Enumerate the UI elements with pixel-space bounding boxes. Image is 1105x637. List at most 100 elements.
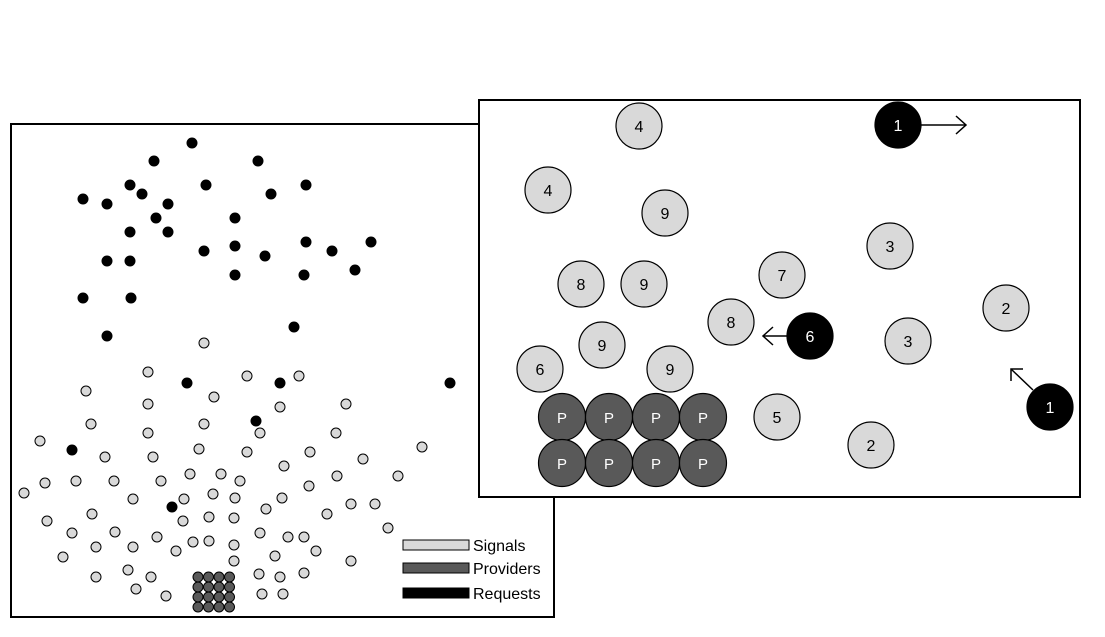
zoom-provider-grid: P P P P P P P P: [537, 392, 728, 488]
zoom-signal-label: 2: [1002, 301, 1011, 318]
overview-signal-dot: [345, 555, 357, 567]
overview-signal-dot: [208, 391, 220, 403]
overview-providers: [192, 571, 235, 613]
overview-signal-dot: [207, 488, 219, 500]
zoom-provider: P: [537, 392, 587, 442]
overview-signal-dot: [357, 453, 369, 465]
overview-request-dot: [200, 179, 212, 191]
overview-signal-dot: [321, 508, 333, 520]
zoom-provider: P: [584, 438, 634, 488]
overview-provider-dot: [203, 581, 214, 593]
overview-provider-dot: [192, 581, 204, 593]
zoom-signal: 8: [557, 260, 605, 308]
overview-signal-dot: [274, 401, 286, 413]
overview-provider-dot: [203, 591, 214, 603]
overview-request-dot: [166, 501, 178, 513]
overview-signal-dot: [18, 487, 30, 499]
overview-provider-dot: [224, 591, 235, 603]
overview-request-dot: [124, 226, 136, 238]
zoom-signal: 2: [982, 284, 1030, 332]
overview-signal-dot: [130, 583, 142, 595]
overview-signal-dot: [256, 588, 268, 600]
zoom-signal: 7: [758, 251, 806, 299]
overview-signal-dot: [282, 531, 294, 543]
overview-signal-dot: [193, 443, 205, 455]
overview-signal-dot: [90, 541, 102, 553]
legend-label-signals: Signals: [473, 538, 525, 555]
overview-signal-dot: [203, 511, 215, 523]
overview-signal-dot: [86, 508, 98, 520]
zoom-request: 1: [874, 101, 922, 149]
overview-request-dot: [365, 236, 377, 248]
zoom-signal-label: 3: [904, 334, 913, 351]
overview-request-dot: [124, 255, 136, 267]
overview-request-dot: [162, 226, 174, 238]
overview-signal-dot: [241, 446, 253, 458]
overview-signal-dot: [147, 451, 159, 463]
overview-signal-dot: [304, 446, 316, 458]
zoom-signal-label: 4: [544, 183, 553, 200]
overview-request-dot: [125, 292, 137, 304]
legend: Signals Providers Requests: [402, 538, 541, 603]
overview-signal-dot: [160, 590, 172, 602]
overview-signal-dot: [303, 480, 315, 492]
overview-signal-dot: [331, 470, 343, 482]
overview-request-dot: [77, 193, 89, 205]
overview-request-dot: [136, 188, 148, 200]
overview-provider-dot: [213, 571, 225, 583]
overview-frame: [10, 123, 555, 618]
overview-signal-dot: [215, 468, 227, 480]
zoom-request-label: 6: [806, 329, 815, 346]
overview-signal-dot: [276, 492, 288, 504]
zoom-signal: 3: [884, 317, 932, 365]
zoom-signal: 4: [615, 102, 663, 150]
overview-signal-dot: [416, 441, 428, 453]
overview-request-dot: [101, 330, 113, 342]
overview-request-dot: [186, 137, 198, 149]
zoom-request-label: 1: [1046, 400, 1055, 417]
zoom-signal-label: 3: [886, 239, 895, 256]
zoom-provider-label: P: [698, 456, 708, 473]
zoom-signal-label: 9: [661, 206, 670, 223]
zoom-signal-label: 9: [666, 362, 675, 379]
arrow-up-left-icon: [1010, 368, 1034, 391]
overview-request-dot: [148, 155, 160, 167]
overview-request-dot: [124, 179, 136, 191]
zoom-signal: 4: [524, 166, 572, 214]
overview-signal-dot: [278, 460, 290, 472]
overview-request-dot: [101, 255, 113, 267]
zoom-request: 6: [786, 312, 834, 360]
zoom-provider-label: P: [604, 456, 614, 473]
overview-signal-dot: [228, 539, 240, 551]
overview-signal-dot: [241, 370, 253, 382]
legend-label-providers: Providers: [473, 561, 541, 578]
overview-signal-dot: [178, 493, 190, 505]
overview-provider-dot: [224, 571, 235, 583]
overview-request-dot: [326, 245, 338, 257]
zoom-signal-label: 8: [727, 315, 736, 332]
overview-signal-dot: [277, 588, 289, 600]
overview-provider-dot: [203, 601, 214, 613]
overview-signal-dot: [298, 531, 310, 543]
overview-signal-dot: [345, 498, 357, 510]
overview-provider-dot: [192, 591, 204, 603]
legend-swatch-signals: [402, 539, 470, 551]
overview-signal-dot: [330, 427, 342, 439]
zoom-signal: 6: [516, 345, 564, 393]
legend-item-requests: Requests: [402, 586, 541, 603]
zoom-signal: 5: [753, 393, 801, 441]
overview-signal-dot: [70, 475, 82, 487]
overview-request-dot: [198, 245, 210, 257]
overview-signal-dot: [90, 571, 102, 583]
overview-signal-dot: [274, 571, 286, 583]
overview-signal-dot: [298, 567, 310, 579]
overview-signal-dot: [234, 475, 246, 487]
legend-item-signals: Signals: [402, 538, 525, 555]
overview-signal-dot: [254, 527, 266, 539]
zoom-provider: P: [584, 392, 634, 442]
overview-request-dot: [444, 377, 456, 389]
zoom-provider-label: P: [651, 456, 661, 473]
zoom-provider-label: P: [557, 410, 567, 427]
overview-signal-dot: [228, 555, 240, 567]
overview-signal-dot: [66, 527, 78, 539]
